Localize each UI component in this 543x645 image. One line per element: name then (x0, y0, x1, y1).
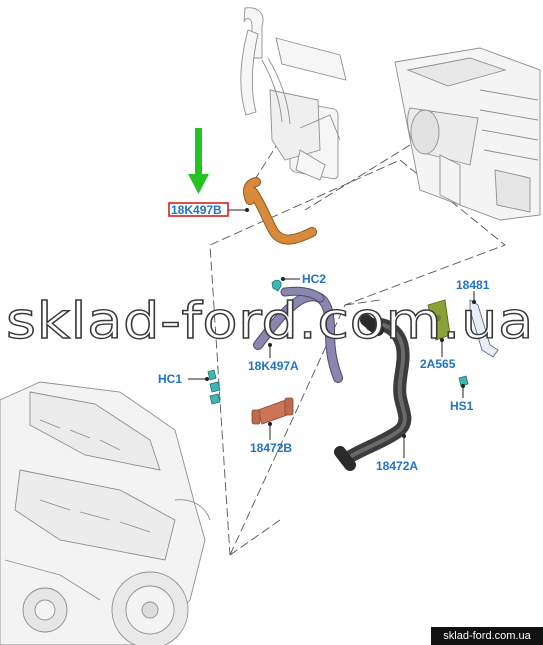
part-highlight-box (168, 202, 229, 217)
clip-HC1[interactable] (207, 369, 221, 405)
watermark-text: sklad-ford.com.ua (6, 292, 534, 350)
footer-site-badge[interactable]: sklad-ford.com.ua (431, 627, 543, 645)
bracket-2A565[interactable] (427, 299, 451, 341)
top-right-duct-assembly (394, 47, 541, 221)
clip-HC2[interactable] (271, 279, 282, 292)
screw-HS1[interactable] (458, 375, 469, 387)
hose-18K497B[interactable] (243, 177, 317, 245)
label-2A565[interactable]: 2A565 (420, 357, 456, 371)
label-18K497B[interactable]: 18K497B (171, 203, 222, 217)
label-18K497A[interactable]: 18K497A (248, 359, 299, 373)
label-18472A[interactable]: 18472A (376, 459, 418, 473)
clip-18481[interactable] (469, 299, 499, 358)
connector-18472B[interactable] (251, 397, 294, 425)
hose-18K497A[interactable] (253, 286, 343, 383)
top-reservoir-assembly (240, 7, 347, 181)
label-18472B[interactable]: 18472B (250, 441, 292, 455)
hose-18472A[interactable] (334, 314, 412, 471)
label-18481[interactable]: 18481 (456, 278, 490, 292)
engine-block (0, 381, 211, 645)
down-arrow-icon (188, 128, 209, 194)
part-labels: 18K497B HC2 18K497A HC1 18472B 18472A 18… (158, 203, 490, 473)
leader-dots (205, 208, 476, 438)
label-HC2[interactable]: HC2 (302, 272, 326, 286)
label-HC1[interactable]: HC1 (158, 372, 182, 386)
label-HS1[interactable]: HS1 (450, 399, 474, 413)
